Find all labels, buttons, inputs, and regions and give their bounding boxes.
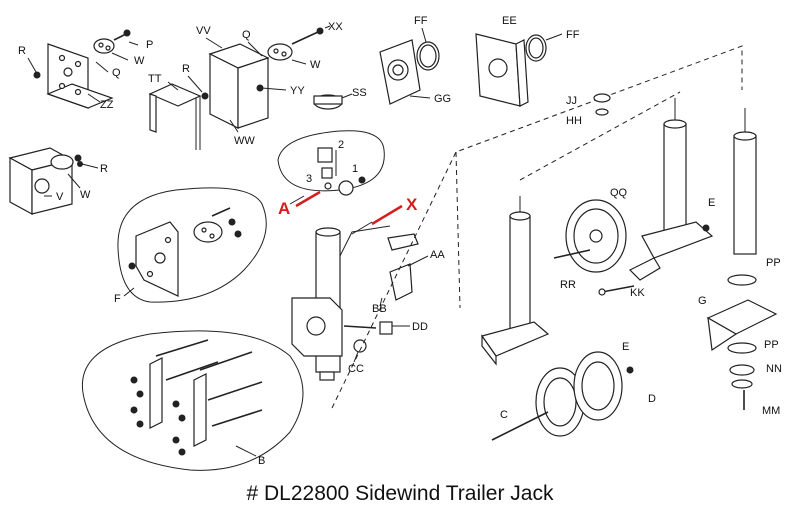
plate-ee-group [475,33,563,107]
bracket-vv-group [148,25,331,150]
label-HH: HH [566,115,582,127]
label-PP2: PP [764,339,779,351]
label-R1: R [18,45,26,57]
label-F: F [114,293,121,305]
label-Q1: Q [112,67,121,79]
label-W2: W [310,59,321,71]
label-D: D [648,393,656,405]
label-n1: 1 [352,163,358,175]
diagram-caption: # DL22800 Sidewind Trailer Jack [246,482,554,505]
label-RR: RR [560,279,576,291]
label-E1: E [708,197,715,209]
label-ZZ: ZZ [100,99,114,111]
dual-wheel-assembly-d [491,351,634,441]
label-SS: SS [352,87,367,99]
label-AA: AA [430,249,445,261]
label-FF2: FF [566,29,580,41]
label-GG: GG [434,93,451,105]
label-W3: W [80,189,91,201]
label-TT: TT [148,73,162,85]
part-labels: R P W Q ZZ VV R Q W XX TT YY WW V R W FF… [18,15,782,467]
label-PP1: PP [766,257,781,269]
label-G: G [698,295,707,307]
label-WW: WW [234,135,255,147]
jack-body [277,93,429,381]
label-BB: BB [372,303,387,315]
label-CC: CC [348,363,364,375]
label-XX: XX [328,21,343,33]
label-YY: YY [290,85,305,97]
wheel-assembly-qq [481,196,635,366]
label-KK: KK [630,287,645,299]
bracket-f-group [117,187,267,303]
label-n3: 3 [306,173,312,185]
label-JJ: JJ [566,95,577,107]
label-P1: P [146,39,153,51]
label-NN: NN [766,363,782,375]
label-EE: EE [502,15,517,27]
label-VV: VV [196,25,211,37]
label-n2: 2 [338,139,344,151]
label-X: X [406,195,418,214]
label-Q2: Q [242,29,251,41]
label-DD: DD [412,321,428,333]
label-R3: R [100,163,108,175]
label-B: B [258,455,265,467]
label-V: V [56,191,64,203]
highlight-leaders [295,190,403,226]
bracket-v-group [8,147,99,216]
leg-assembly-e [593,93,714,281]
label-C: C [500,409,508,421]
label-E2: E [622,341,629,353]
label-MM: MM [762,405,780,417]
label-FF1: FF [414,15,428,27]
leg-assembly-g [706,108,778,410]
label-QQ: QQ [610,187,628,199]
bracket-zz-group [27,29,139,109]
label-R2: R [182,63,190,75]
label-W1: W [134,55,145,67]
plate-gg-group [379,27,440,105]
bolts-b-group [82,330,304,471]
label-A: A [278,199,290,218]
